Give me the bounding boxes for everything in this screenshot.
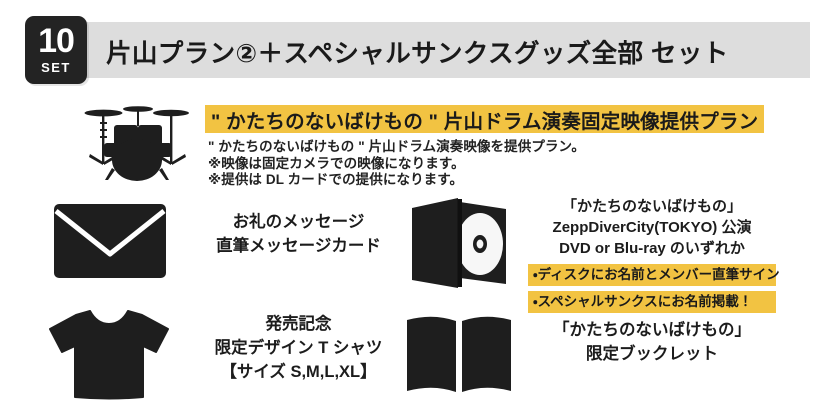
drum-plan-block: " かたちのないばけもの " 片山ドラム演奏固定映像提供プラン " かたちのない… (0, 96, 834, 194)
drum-plan-description-line-3: ※提供は DL カードでの提供になります。 (208, 172, 464, 187)
open-book-icon (403, 310, 515, 400)
message-card-label: お礼のメッセージ 直筆メッセージカード (186, 210, 411, 258)
set-count-number: 10 (38, 22, 75, 61)
drum-plan-description-line-1: " かたちのないばけもの " 片山ドラム演奏映像を提供プラン。 (208, 139, 585, 154)
dvd-bullet-list: ・ディスクにお名前とメンバー直筆サイン ・スペシャルサンクスにお名前掲載！ (528, 264, 780, 313)
header-band (62, 22, 810, 78)
drum-plan-description-line-2: ※映像は固定カメラでの映像になります。 (208, 155, 465, 171)
dvd-line-2: ZeppDiverCity(TOKYO) 公演 (552, 219, 752, 236)
dvd-bullet-2: ・スペシャルサンクスにお名前掲載！ (528, 291, 776, 313)
header: 10 SET 片山プラン②＋スペシャルサンクスグッズ全部 セット (0, 0, 834, 96)
tshirt-label: 発売記念 限定デザイン T シャツ 【サイズ S,M,L,XL】 (186, 312, 411, 384)
dvd-label: 「かたちのないばけもの」 ZeppDiverCity(TOKYO) 公演 DVD… (528, 196, 780, 313)
envelope-icon (52, 202, 168, 280)
tshirt-icon (46, 307, 172, 401)
booklet-line-2: 限定ブックレット (586, 345, 718, 363)
page-title: 片山プラン②＋スペシャルサンクスグッズ全部 セット (106, 39, 729, 68)
drum-kit-icon (78, 98, 196, 182)
tshirt-line-2: 限定デザイン T シャツ (214, 339, 383, 357)
message-card-line-1: お礼のメッセージ (232, 213, 365, 231)
dvd-line-1: 「かたちのないばけもの」 (561, 198, 742, 215)
drum-plan-highlight-title: " かたちのないばけもの " 片山ドラム演奏固定映像提供プラン (205, 105, 765, 133)
message-card-line-2: 直筆メッセージカード (216, 237, 381, 255)
drum-plan-description: " かたちのないばけもの " 片山ドラム演奏映像を提供プラン。 ※映像は固定カメ… (208, 139, 585, 189)
tshirt-line-3: 【サイズ S,M,L,XL】 (220, 363, 377, 381)
dvd-case-icon (408, 196, 512, 290)
set-count-badge: 10 SET (25, 16, 87, 84)
dvd-line-3: DVD or Blu-ray のいずれか (559, 240, 745, 257)
booklet-label: 「かたちのないばけもの」 限定ブックレット (528, 318, 776, 366)
tshirt-line-1: 発売記念 (265, 315, 332, 333)
dvd-bullet-1: ・ディスクにお名前とメンバー直筆サイン (528, 264, 780, 286)
set-count-label: SET (41, 59, 71, 75)
booklet-line-1: 「かたちのないばけもの」 (553, 321, 751, 339)
